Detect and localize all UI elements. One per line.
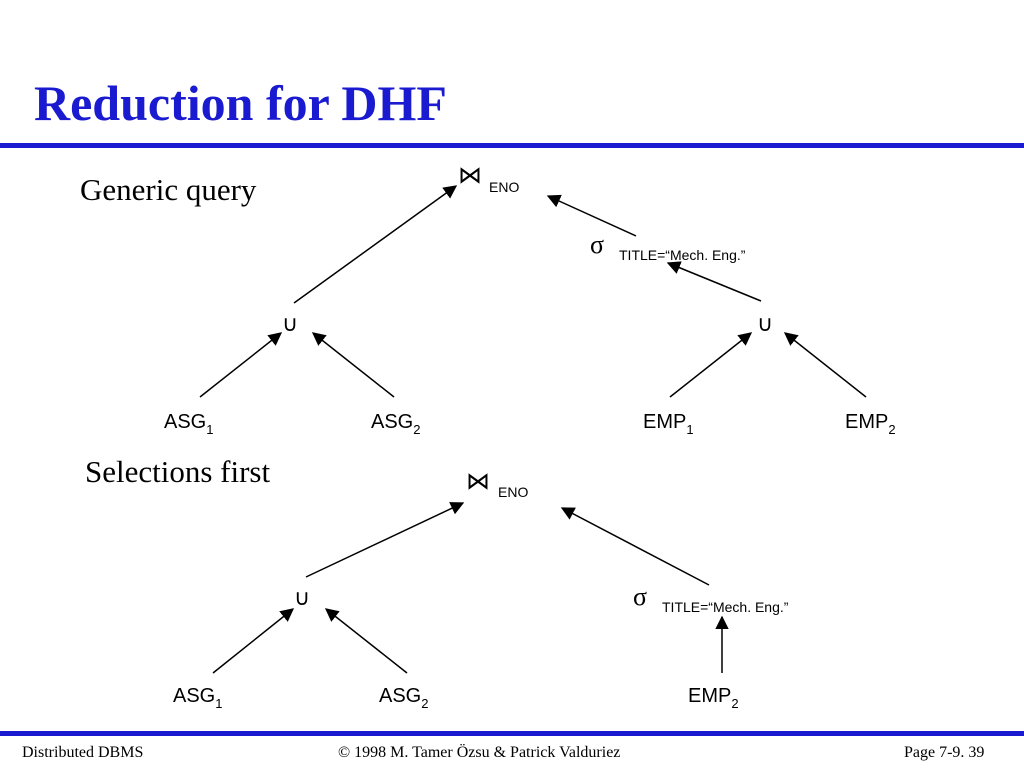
edge-asg1-to-union (199, 332, 283, 398)
edge-asg2-to-union (311, 332, 395, 398)
select-icon: σ (633, 582, 647, 611)
generic-select-node: σ TITLE=“Mech. Eng.” (590, 230, 746, 263)
leaf-asg2: ASG2 (379, 685, 428, 711)
footer-center: © 1998 M. Tamer Özsu & Patrick Valduriez (338, 744, 621, 761)
title-divider (0, 143, 1024, 148)
generic-select-condition: TITLE=“Mech. Eng.” (619, 247, 746, 263)
sf-select-condition: TITLE=“Mech. Eng.” (662, 599, 789, 615)
edge-emp1-to-union (669, 332, 753, 398)
leaf-emp1: EMP1 (643, 411, 694, 437)
leaf-emp2: EMP2 (688, 685, 739, 711)
edge-asg2-to-union (324, 608, 408, 674)
generic-query-tree: ⋈ ENO σ TITLE=“Mech. Eng.” ∪ ∪ ASG1 ASG2… (164, 163, 896, 437)
generic-query-label: Generic query (80, 172, 257, 207)
select-icon: σ (590, 230, 604, 259)
union-icon: ∪ (294, 585, 310, 610)
slide-title: Reduction for DHF (34, 75, 447, 131)
leaf-asg1: ASG1 (173, 685, 222, 711)
edge-select-to-join (546, 194, 637, 237)
generic-join-subscript: ENO (489, 179, 519, 195)
union-icon: ∪ (757, 311, 773, 336)
leaf-emp2: EMP2 (845, 411, 896, 437)
footer-divider (0, 731, 1024, 736)
sf-join-subscript: ENO (498, 484, 528, 500)
sf-select-node: σ TITLE=“Mech. Eng.” (633, 582, 789, 615)
footer-right: Page 7-9. 39 (904, 744, 985, 761)
union-icon: ∪ (282, 311, 298, 336)
generic-join-node: ⋈ ENO (458, 163, 519, 195)
edge-union-to-select (666, 261, 762, 302)
edge-union-to-join (305, 502, 465, 578)
join-icon: ⋈ (466, 469, 490, 495)
sf-join-node: ⋈ ENO (466, 469, 528, 500)
edge-select-to-join (560, 507, 710, 586)
selections-first-label: Selections first (85, 454, 271, 489)
leaf-asg2: ASG2 (371, 411, 420, 437)
selections-first-tree: ⋈ ENO σ TITLE=“Mech. Eng.” ∪ ASG1 ASG2 E… (173, 469, 789, 711)
leaf-asg1: ASG1 (164, 411, 213, 437)
join-icon: ⋈ (458, 163, 482, 189)
edge-union-to-join (293, 185, 458, 304)
footer-left: Distributed DBMS (22, 744, 144, 761)
edge-emp2-to-union (783, 332, 867, 398)
edge-asg1-to-union (212, 608, 295, 674)
